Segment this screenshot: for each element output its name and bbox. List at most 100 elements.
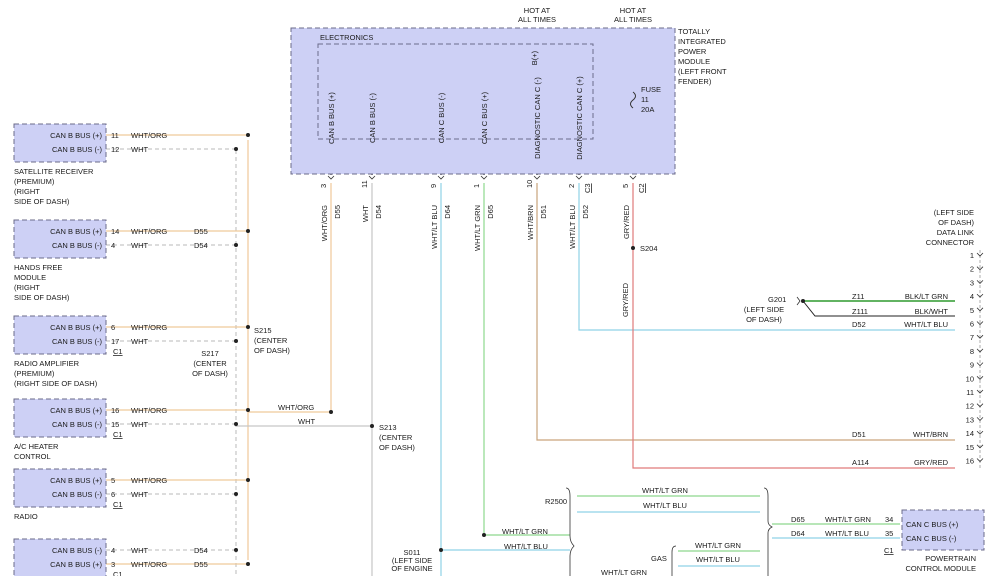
fuse-label: FUSE (641, 85, 661, 94)
module-wire-color: WHT/ORG (131, 131, 167, 140)
dlc-pin-number: 14 (966, 429, 974, 438)
splice-s204-label: S204 (640, 244, 658, 253)
dlc-pin-number: 2 (970, 265, 974, 274)
module-name: (PREMIUM) (14, 369, 55, 378)
tipm-wire-circuit: D52 (581, 205, 590, 219)
module-name: HANDS FREE (14, 263, 62, 272)
splice-s213-label: (CENTER (379, 433, 413, 442)
module-name: (RIGHT SIDE OF DASH) (14, 379, 98, 388)
pcm-wire-circuit: D65 (791, 515, 805, 524)
module-splice-dot (246, 408, 250, 412)
dlc-wire-circuit: D52 (852, 320, 866, 329)
trunk-color-bottom: WHT (298, 417, 315, 426)
module-pin-label: CAN B BUS (+) (50, 227, 102, 236)
s011-blue-dot (439, 548, 443, 552)
module-pin-label: CAN B BUS (-) (52, 546, 103, 555)
tipm-name: TOTALLY (678, 27, 710, 36)
module-box (13, 538, 107, 576)
module-splice-dot (246, 478, 250, 482)
dlc-pin-chevron (976, 266, 984, 271)
module-pin-label: CAN B BUS (+) (50, 323, 102, 332)
dlc-pin-chevron (976, 321, 984, 326)
module-wire-circuit: D55 (194, 560, 208, 569)
hot-at-all-times-fuse-label: HOT AT (620, 6, 647, 15)
module-wire-color: WHT/ORG (131, 560, 167, 569)
tipm-pin-number: 10 (525, 180, 534, 188)
ground-location: (LEFT SIDE (744, 305, 784, 314)
module-pin-number: 6 (111, 323, 115, 332)
hot-at-all-times-battery-label: ALL TIMES (518, 15, 556, 24)
module-wire-circuit: D55 (194, 227, 208, 236)
module-pin-number: 5 (111, 476, 115, 485)
module-pin-label: CAN B BUS (-) (52, 145, 103, 154)
pcm-pin-number: 34 (885, 515, 893, 524)
hot-at-all-times-fuse-label: ALL TIMES (614, 15, 652, 24)
dlc-pin-chevron (976, 376, 984, 380)
tipm-name: FENDER) (678, 77, 712, 86)
electronics-label: ELECTRONICS (320, 33, 373, 42)
module-pin-label: CAN B BUS (-) (52, 241, 103, 250)
splice-s213-label: OF DASH) (379, 443, 415, 452)
boxes-layer (13, 27, 985, 576)
tipm-pin-number: 3 (319, 184, 328, 188)
gas-wire-color: WHT/LT GRN (695, 541, 741, 550)
module-name: SIDE OF DASH) (14, 197, 70, 206)
module-name: RADIO (14, 512, 38, 521)
dlc-wire-circuit: Z11 (852, 292, 864, 301)
tipm-wire-circuit: D55 (333, 205, 342, 219)
dlc-pin-number: 16 (966, 457, 974, 466)
splice-s215-label: OF DASH) (254, 346, 290, 355)
pcm-pin-number: 35 (885, 529, 893, 538)
module-pin-label: CAN B BUS (-) (52, 337, 103, 346)
wires-layer (106, 28, 981, 576)
module-splice-dot (246, 133, 250, 137)
module-splice-dot (234, 147, 238, 151)
pcm-wire-circuit: D64 (791, 529, 805, 538)
trunk-color-top: WHT/ORG (278, 403, 314, 412)
r2500-wire-color: WHT/LT BLU (643, 501, 687, 510)
tipm-pin-label: CAN B BUS (-) (368, 93, 377, 144)
module-name: MODULE (14, 273, 46, 282)
r2500-wire-color: WHT/LT GRN (642, 486, 688, 495)
dlc-pin-chevron (976, 403, 984, 408)
tipm-wire-circuit: D51 (539, 205, 548, 219)
s011-wire-color: WHT/LT GRN (502, 527, 548, 536)
dlc-pin-chevron (976, 444, 984, 449)
tipm-pin-number: 9 (429, 184, 438, 188)
dlc-pin-number: 13 (966, 415, 974, 424)
tipm-pin-label: CAN B BUS (+) (327, 92, 336, 144)
pcm-pin-label: CAN C BUS (-) (906, 534, 957, 543)
trunk-dot (329, 410, 333, 414)
dlc-pin-number: 3 (970, 278, 974, 287)
module-pin-number: 11 (111, 131, 119, 140)
tipm-name: MODULE (678, 57, 710, 66)
tipm-pin-label: CAN C BUS (-) (437, 92, 446, 143)
dlc-pin-number: 6 (970, 320, 974, 329)
dlc-pin-chevron (976, 307, 984, 312)
tipm-pin-label: DIAGNOSTIC CAN C (-) (533, 77, 542, 159)
battery-pin-label: B(+) (530, 50, 539, 65)
module-wire-color: WHT/ORG (131, 227, 167, 236)
tipm-name: (LEFT FRONT (678, 67, 727, 76)
dlc-wire-circuit: A114 (852, 458, 869, 467)
diag-can-c-minus-wire (536, 183, 955, 441)
splice-s213-label: S213 (379, 423, 397, 432)
tipm-pin-label: CAN C BUS (+) (480, 91, 489, 144)
dlc-pin-number: 5 (970, 306, 974, 315)
tipm-pin-number: 1 (472, 184, 481, 188)
module-splice-dot (246, 229, 250, 233)
dlc-pin-number: 7 (970, 333, 974, 342)
tipm-wire-circuit: D54 (374, 205, 383, 219)
ignition-feed-wire (632, 183, 955, 469)
module-splice-dot (234, 339, 238, 343)
module-pin-label: CAN B BUS (+) (50, 476, 102, 485)
tipm-pin-chevron (327, 175, 335, 180)
splice-s011-label: (LEFT SIDE (392, 556, 432, 565)
dlc-name: CONNECTOR (926, 238, 975, 247)
tipm-pin-chevron (575, 175, 583, 180)
dlc-wire-color: GRY/RED (914, 458, 949, 467)
tipm-name: POWER (678, 47, 707, 56)
tipm-name: INTEGRATED (678, 37, 726, 46)
tipm-wire-color: WHT/LT BLU (568, 205, 577, 249)
module-wire-color: WHT (131, 241, 148, 250)
